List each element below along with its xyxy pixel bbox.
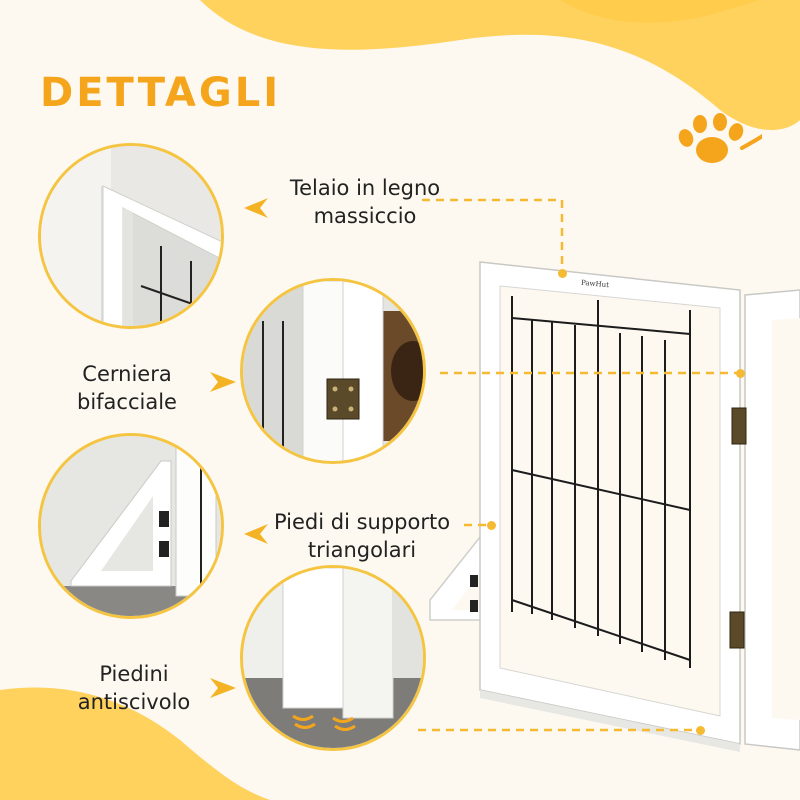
callout-dot	[736, 369, 745, 378]
arrow-icon	[244, 524, 268, 544]
callout-dot	[558, 269, 567, 278]
detail-circle-triangle-feet	[38, 433, 224, 619]
label-hinge: Cerniera bifacciale	[77, 362, 177, 414]
detail-circle-frame	[38, 143, 224, 329]
arrow-icon	[210, 372, 236, 392]
arrow-icon	[244, 198, 268, 218]
page-title: DETTAGLI	[40, 70, 282, 116]
arrow-icon	[210, 678, 236, 698]
callout-dot	[696, 726, 705, 735]
label-frame: Telaio in legno massiccio	[289, 176, 441, 228]
label-triangle-feet: Piedi di supporto triangolari	[273, 510, 451, 562]
paw-icon	[678, 113, 762, 163]
callout-dot	[487, 521, 496, 530]
detail-circle-anti-slip	[240, 565, 426, 751]
detail-circle-hinge	[240, 278, 426, 464]
label-anti-slip: Piedini antiscivolo	[77, 662, 191, 714]
